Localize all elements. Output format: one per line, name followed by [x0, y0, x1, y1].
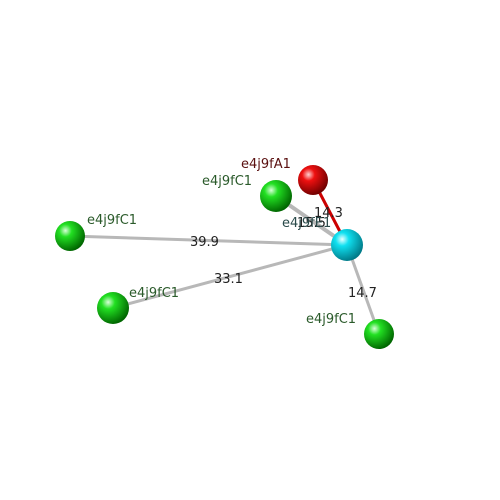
bond-line [112, 243, 348, 310]
oxygen-atom [298, 165, 328, 195]
atom-label: e4j9fC1 [129, 286, 179, 301]
contact-atom [55, 221, 85, 251]
bond-line [69, 234, 348, 247]
distance-label: 14.7 [348, 286, 377, 301]
distance-label: 39.9 [190, 235, 219, 250]
contact-atom [364, 319, 394, 349]
atom-label: e4j9fA1 [241, 157, 291, 172]
atom-label-center: e4j9fE1 [282, 216, 331, 231]
distance-label: 33.1 [214, 272, 243, 287]
distance-label: 15.5 [297, 216, 326, 231]
atom-label: e4j9fC1 [87, 213, 137, 228]
contact-atom [260, 180, 292, 212]
center-atom [331, 229, 363, 261]
contact-atom [97, 292, 129, 324]
atom-label: e4j9fC1 [306, 312, 356, 327]
distance-label: 14.3 [314, 206, 343, 221]
atom-label: e4j9fC1 [202, 174, 252, 189]
